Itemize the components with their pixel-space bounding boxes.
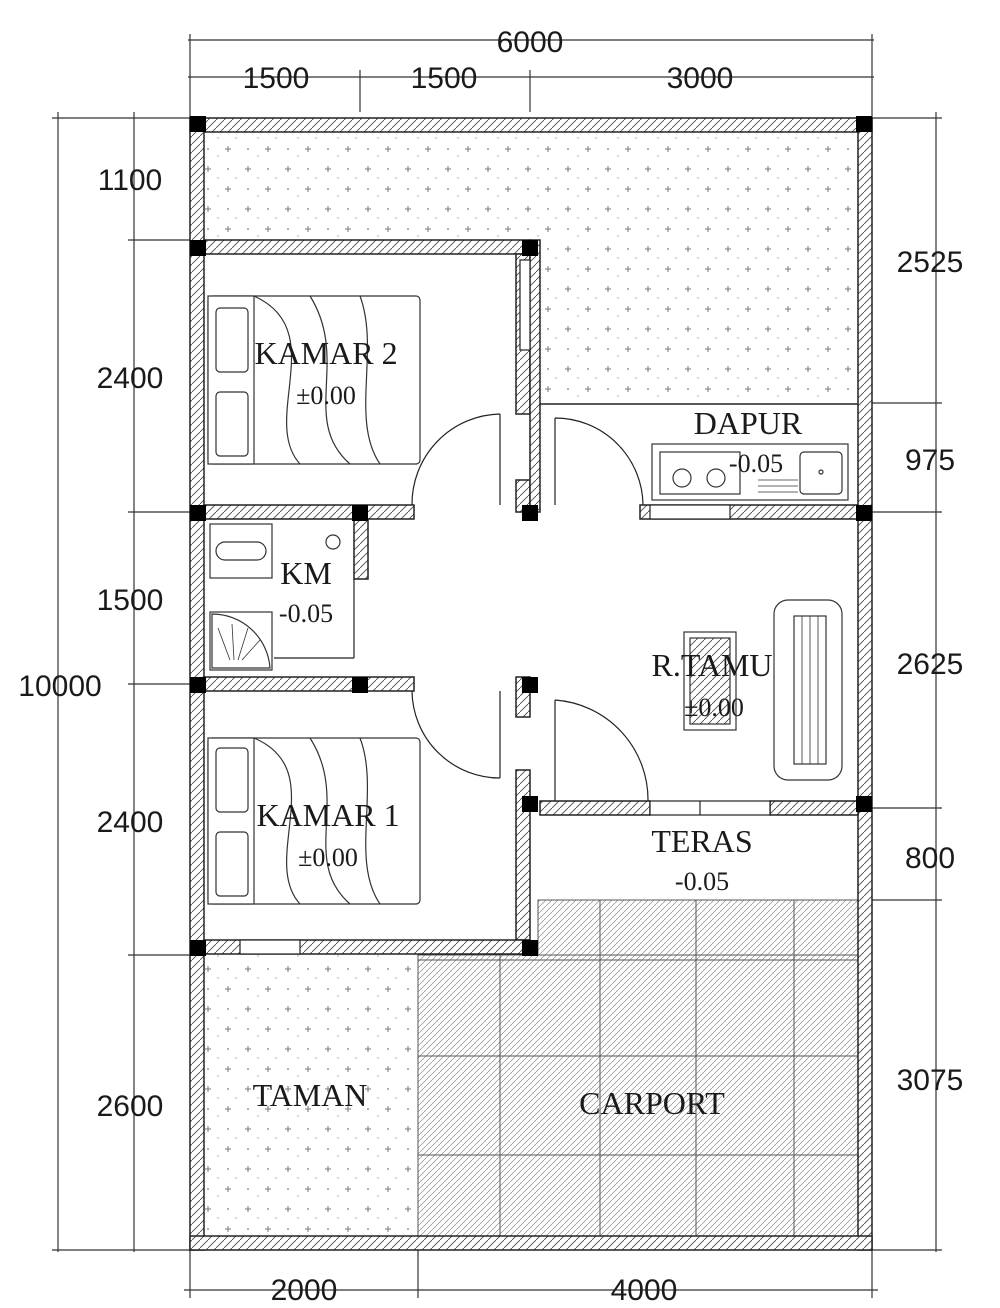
dim-top-3: 3000 xyxy=(667,62,734,95)
room-labels: KAMAR 2 ±0.00 DAPUR -0.05 KM -0.05 R.TAM… xyxy=(253,335,803,1121)
kitchen-counter xyxy=(651,443,849,501)
room-name-km: KM xyxy=(280,555,332,591)
room-level-km: -0.05 xyxy=(279,599,333,628)
dim-top-2: 1500 xyxy=(411,62,478,95)
dim-left-total: 10000 xyxy=(18,670,101,703)
dimension-labels: 6000 1500 1500 3000 10000 1100 2400 1500… xyxy=(18,26,963,1307)
room-level-kamar-1: ±0.00 xyxy=(298,843,358,872)
dim-right-1: 2525 xyxy=(897,246,964,279)
dim-top-1: 1500 xyxy=(243,62,310,95)
dim-right-4: 800 xyxy=(905,842,955,875)
windows xyxy=(239,259,771,955)
bed-kamar-2 xyxy=(207,295,421,465)
doors xyxy=(274,413,649,802)
dim-left-1: 1100 xyxy=(98,164,163,197)
floor-fills xyxy=(204,132,859,1251)
room-name-taman: TAMAN xyxy=(253,1077,368,1113)
columns xyxy=(190,116,872,956)
sofa xyxy=(773,599,843,781)
room-level-teras: -0.05 xyxy=(675,867,729,896)
room-level-tamu: ±0.00 xyxy=(684,693,744,722)
dim-left-4: 2400 xyxy=(97,806,164,839)
dimension-lines xyxy=(52,34,942,1298)
toilet xyxy=(209,523,341,579)
dim-bottom-2: 4000 xyxy=(611,1274,678,1307)
dim-top-total: 6000 xyxy=(497,26,564,59)
room-name-carport: CARPORT xyxy=(579,1085,725,1121)
room-level-dapur: -0.05 xyxy=(729,449,783,478)
room-name-tamu: R.TAMU xyxy=(652,647,773,683)
dim-left-2: 2400 xyxy=(97,362,164,395)
dim-left-5: 2600 xyxy=(97,1090,164,1123)
dim-right-3: 2625 xyxy=(897,648,964,681)
bed-kamar-1 xyxy=(207,737,421,905)
room-name-teras: TERAS xyxy=(651,823,752,859)
room-name-kamar-2: KAMAR 2 xyxy=(254,335,397,371)
room-name-dapur: DAPUR xyxy=(694,405,803,441)
room-level-kamar-2: ±0.00 xyxy=(296,381,356,410)
dim-right-2: 975 xyxy=(905,444,955,477)
dim-right-5: 3075 xyxy=(897,1064,964,1097)
coffee-table xyxy=(683,631,737,731)
shower xyxy=(209,611,273,671)
dim-bottom-1: 2000 xyxy=(271,1274,338,1307)
dim-left-3: 1500 xyxy=(97,584,164,617)
room-name-kamar-1: KAMAR 1 xyxy=(256,797,399,833)
walls xyxy=(189,117,873,1251)
